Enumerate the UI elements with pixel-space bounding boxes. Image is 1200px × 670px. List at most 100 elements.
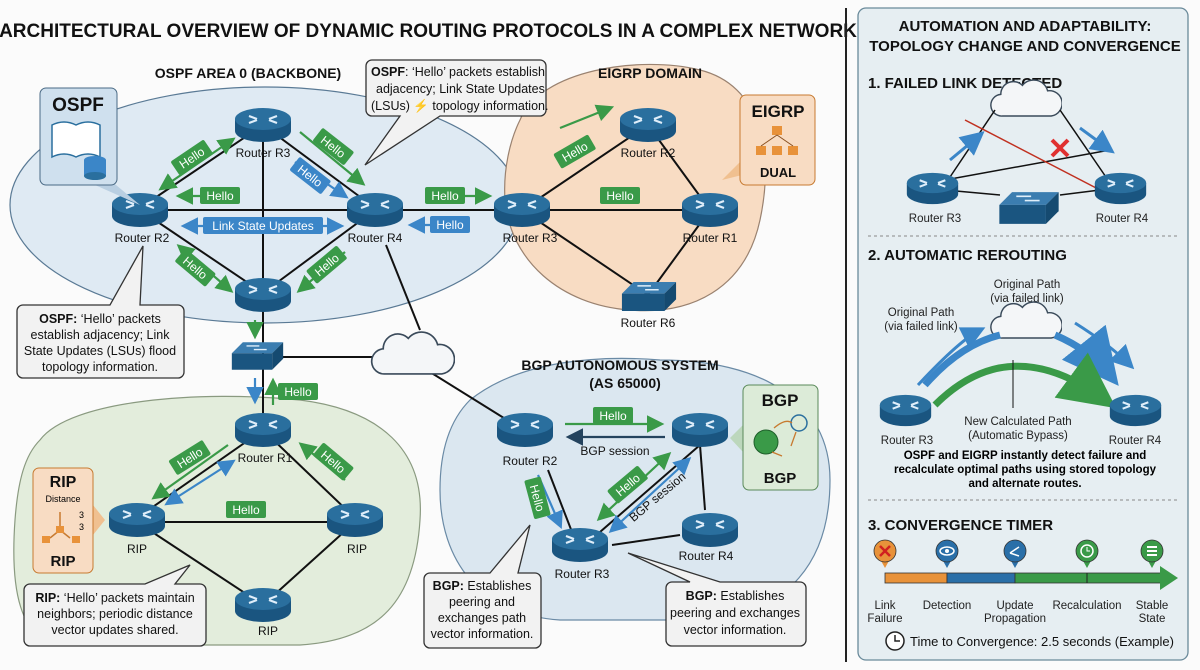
original-path-label: Original Path	[994, 279, 1060, 291]
bgp-badge-label: BGP	[762, 391, 799, 410]
router-icon[interactable]	[618, 106, 678, 144]
dual-tree-icon	[756, 126, 798, 155]
callout-text: neighbors; periodic distance	[37, 607, 193, 621]
hello-tag: Hello	[431, 189, 459, 203]
bgp-callout-left: BGP: Establishes peering and exchanges p…	[423, 524, 542, 649]
eigrp-dual-label: DUAL	[760, 165, 796, 180]
clock-icon	[885, 631, 905, 651]
section-convergence: 3. CONVERGENCE TIMER	[868, 517, 1053, 534]
time-to-convergence: Time to Convergence: 2.5 seconds (Exampl…	[910, 634, 1174, 649]
router-icon[interactable]	[495, 411, 555, 449]
timeline-label: Link	[874, 600, 895, 612]
hello-tag: Hello	[206, 189, 234, 203]
book-icon	[51, 121, 101, 159]
router-label: RIP	[127, 542, 147, 556]
svg-text:OSPF: ‘Hello’ packets: OSPF: ‘Hello’ packets	[39, 312, 161, 326]
ospf-callout-left: OSPF: ‘Hello’ packets establish adjacenc…	[16, 245, 185, 379]
bgp-callout-right: BGP: Establishes peering and exchanges v…	[627, 552, 807, 647]
hello-tag: Hello	[606, 189, 634, 203]
new-path-arrow	[932, 352, 1117, 409]
router-icon[interactable]	[670, 411, 730, 449]
switch-icon[interactable]	[231, 341, 284, 371]
timeline-label: Recalculation	[1052, 600, 1121, 612]
summary-text: OSPF and EIGRP instantly detect failure …	[904, 450, 1147, 462]
new-path-label: New Calculated Path	[964, 416, 1071, 428]
router-icon[interactable]	[325, 501, 385, 539]
ospf-area-title: OSPF AREA 0 (BACKBONE)	[155, 65, 341, 81]
switch-icon[interactable]	[621, 281, 677, 312]
x-icon	[873, 539, 897, 568]
callout-text: ‘Hello’ packets	[77, 312, 161, 326]
router-icon[interactable]	[107, 501, 167, 539]
callout-bold: OSPF:	[39, 312, 77, 326]
callout-text: exchanges path	[438, 611, 526, 625]
callout-text: peering and	[449, 595, 515, 609]
eye-icon	[935, 539, 959, 568]
router-label: Router R3	[909, 213, 961, 225]
svg-text:BGP: Establishes: BGP: Establishes	[686, 589, 785, 603]
switch-icon[interactable]	[998, 191, 1060, 225]
router-icon[interactable]	[550, 526, 610, 564]
original-path-label: (via failed link)	[884, 321, 958, 333]
router-icon[interactable]	[1093, 171, 1148, 206]
router-label: Router R3	[503, 231, 558, 245]
router-icon[interactable]	[233, 586, 293, 624]
router-icon[interactable]	[345, 191, 405, 229]
router-label: Router R4	[348, 231, 403, 245]
globe-icon	[753, 429, 779, 455]
bgp-title-line1: BGP AUTONOMOUS SYSTEM	[521, 357, 718, 373]
network-links	[136, 124, 711, 606]
router-label: Router R4	[1096, 213, 1149, 225]
refresh-clock-icon	[1075, 539, 1099, 568]
summary-text: and alternate routes.	[968, 478, 1081, 490]
router-icon[interactable]	[878, 393, 933, 428]
router-label: Router R2	[115, 231, 170, 245]
router-icon[interactable]	[233, 411, 293, 449]
router-icon[interactable]	[110, 191, 170, 229]
callout-text: Establishes	[464, 579, 531, 593]
timeline-label: Failure	[867, 613, 902, 625]
bgp-badge: BGP BGP	[730, 384, 819, 491]
router-icon[interactable]	[233, 106, 293, 144]
callout-bold: OSPF	[371, 65, 405, 79]
share-icon	[1003, 539, 1027, 568]
new-path-label: (Automatic Bypass)	[968, 430, 1068, 442]
distance-tree-icon	[42, 512, 80, 543]
bgp-badge-bottom: BGP	[764, 470, 797, 487]
router-icon[interactable]	[1108, 393, 1163, 428]
ospf-callout-top: OSPF: ‘Hello’ packets establish adjacenc…	[364, 59, 548, 166]
callout-bold: BGP:	[686, 589, 717, 603]
hello-tag: Hello	[527, 483, 548, 513]
eigrp-badge: EIGRP DUAL	[722, 94, 816, 186]
router-icon[interactable]	[905, 171, 960, 206]
svg-text:OSPF: ‘Hello’ packets establis: OSPF: ‘Hello’ packets establish	[371, 65, 545, 79]
cloud-icon	[370, 331, 455, 375]
bgp-session-label: BGP session	[580, 444, 649, 458]
router-label: Router R1	[683, 231, 738, 245]
router-icon[interactable]	[680, 511, 740, 549]
callout-text: establish adjacency; Link	[31, 328, 171, 342]
rip-badge-bottom: RIP	[50, 553, 75, 570]
main-title: ARCHITECTURAL OVERVIEW OF DYNAMIC ROUTIN…	[0, 21, 857, 42]
failed-link-x-icon	[1050, 138, 1070, 158]
eigrp-badge-label: EIGRP	[752, 102, 805, 121]
router-label: RIP	[258, 624, 278, 638]
timeline-label: Propagation	[984, 613, 1046, 625]
eigrp-domain-title: EIGRP DOMAIN	[598, 65, 702, 81]
lsu-tag: Link State Updates	[212, 219, 313, 233]
hello-tag: Hello	[599, 409, 627, 423]
original-path-label: Original Path	[888, 307, 954, 319]
panel-title-line1: AUTOMATION AND ADAPTABILITY:	[899, 18, 1152, 35]
hello-tag: Hello	[436, 218, 464, 232]
callout-text: vector information.	[431, 627, 534, 641]
convergence-timeline	[884, 566, 1178, 590]
router-label: Router R3	[236, 146, 291, 160]
ospf-badge: OSPF	[39, 87, 140, 205]
router-icon[interactable]	[492, 191, 552, 229]
router-icon[interactable]	[680, 191, 740, 229]
hello-tag: Hello	[232, 503, 260, 517]
rip-hop-count: 3	[79, 522, 84, 532]
router-icon[interactable]	[233, 276, 293, 314]
